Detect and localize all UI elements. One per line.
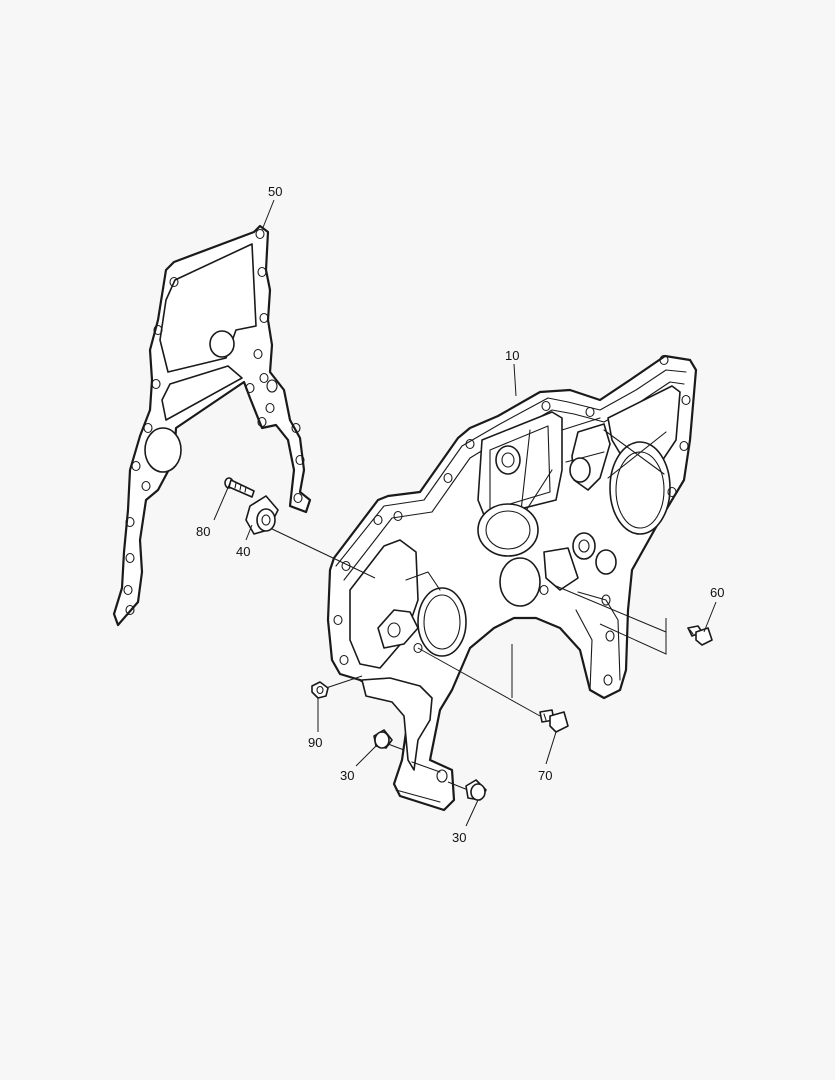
callout-60: 60 [710,585,724,600]
screw-part-80[interactable] [224,477,255,498]
gasket-part-50[interactable] [112,224,312,627]
callout-10: 10 [505,348,519,363]
callout-90: 90 [308,735,322,750]
bushing-part-40[interactable] [245,495,279,535]
callout-70: 70 [538,768,552,783]
callout-leaders [213,199,717,827]
assembly-lines [269,527,667,791]
callout-30-upper: 30 [340,768,354,783]
bolt-part-60[interactable] [687,625,713,646]
bolt-part-70[interactable] [539,709,569,733]
callout-30-lower: 30 [452,830,466,845]
callout-50: 50 [268,184,282,199]
dowel-part-30-lower[interactable] [465,779,487,801]
housing-part-10[interactable] [326,354,698,812]
callout-40: 40 [236,544,250,559]
dowel-part-30-upper[interactable] [373,729,393,749]
callout-80: 80 [196,524,210,539]
nut-part-90[interactable] [311,681,329,699]
